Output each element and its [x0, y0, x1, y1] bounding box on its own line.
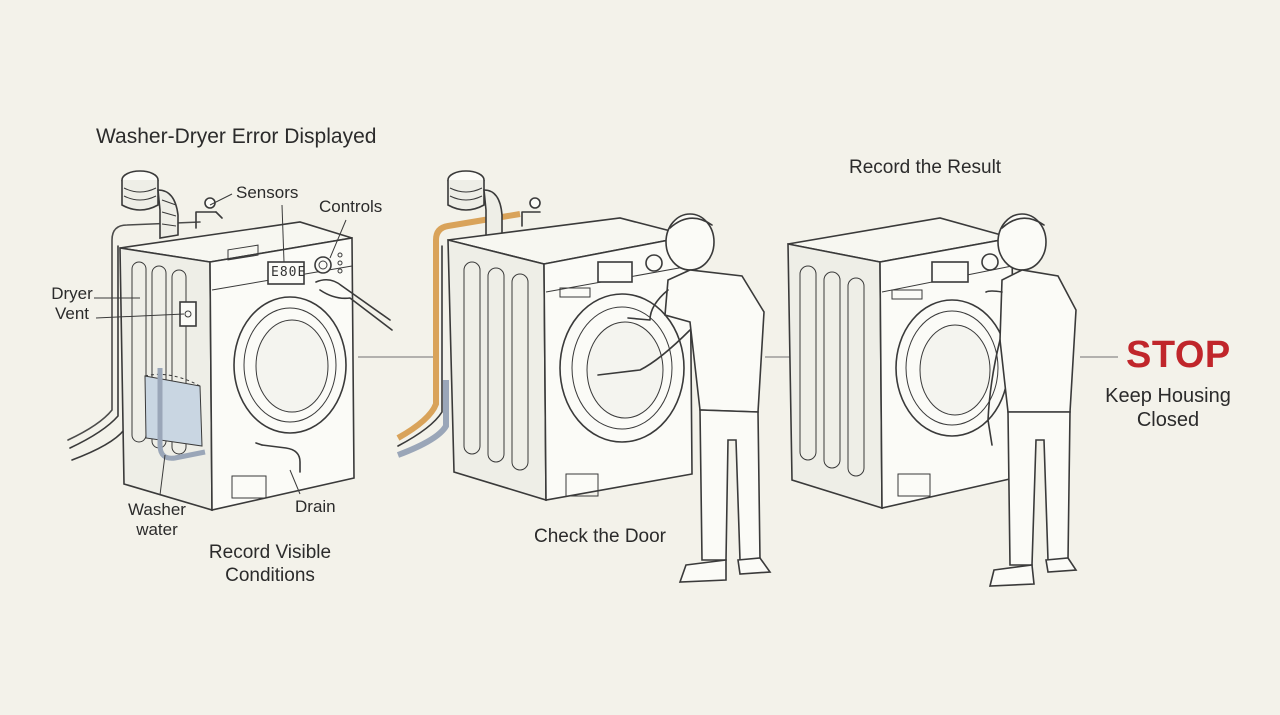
panel3-washer [787, 217, 1015, 510]
callout-dryer-vent: Dryer Vent [46, 284, 98, 325]
panel2-person [597, 213, 772, 583]
callout-sensors: Sensors [236, 183, 299, 202]
panel2-caption: Check the Door [534, 526, 667, 547]
panel1-door [233, 296, 347, 434]
panel1-caption-line2: Conditions [225, 564, 315, 586]
callout-washer-water-line1: Washer [128, 500, 186, 519]
panel3-person [985, 213, 1078, 587]
final-instruction: Keep Housing Closed [1098, 384, 1238, 432]
water-tank [144, 375, 203, 447]
callout-controls: Controls [319, 197, 383, 216]
dryer-vent-duct [121, 170, 179, 239]
panel3-title: Record the Result [849, 157, 1002, 178]
control-knob [314, 256, 332, 274]
error-display-code: E80E [271, 265, 307, 280]
water-tap [195, 197, 223, 229]
callout-drain: Drain [295, 497, 336, 516]
final-instruction-line1: Keep Housing [1105, 385, 1231, 407]
panel2-washer [396, 170, 693, 502]
callout-dryer-vent-line1: Dryer [51, 284, 93, 303]
callout-dryer-vent-line2: Vent [54, 304, 90, 324]
stop-label: STOP [1126, 334, 1231, 376]
final-instruction-line2: Closed [1136, 409, 1200, 431]
panel1-washer-dryer [67, 170, 393, 512]
panel1-caption-line1: Record Visible [208, 542, 332, 563]
callout-washer-water-line2: water [136, 520, 178, 540]
callout-washer-water: Washer water [124, 500, 190, 541]
panel1-caption: Record Visible Conditions [190, 542, 350, 588]
callout-leaders [94, 193, 347, 496]
panel1-title: Washer-Dryer Error Displayed [96, 125, 377, 148]
error-display [267, 261, 305, 285]
